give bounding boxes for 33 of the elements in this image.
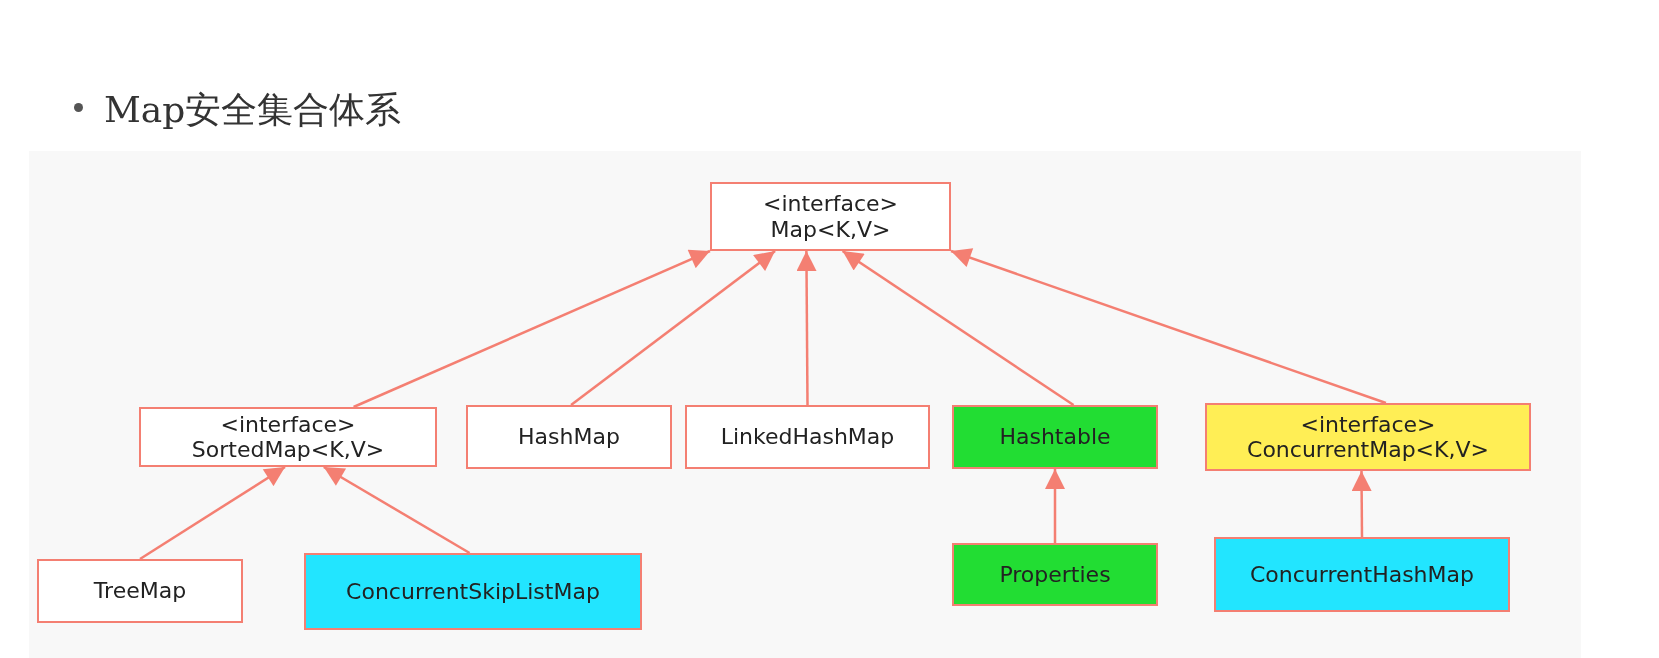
stereotype-label: <interface>	[763, 191, 898, 217]
title: Map安全集合体系	[104, 88, 402, 132]
inheritance-arrow	[1351, 471, 1372, 537]
inheritance-arrow	[796, 251, 817, 405]
class-box	[952, 405, 1158, 469]
class-name: Properties	[999, 561, 1111, 588]
inheritance-arrow	[323, 465, 471, 555]
class-box	[952, 543, 1158, 606]
class-box	[304, 553, 642, 630]
class-name: TreeMap	[93, 578, 187, 604]
inheritance-arrow	[950, 248, 1387, 405]
stereotype-label: <interface>	[1300, 411, 1436, 437]
class-name: Hashtable	[999, 424, 1111, 450]
class-box	[37, 559, 243, 623]
class-box	[685, 405, 930, 469]
class-name: ConcurrentHashMap	[1250, 561, 1474, 588]
class-name: ConcurrentMap<K,V>	[1247, 437, 1489, 463]
stereotype-label: <interface>	[220, 411, 356, 437]
class-box	[466, 405, 672, 469]
inheritance-arrow	[139, 465, 286, 561]
inheritance-arrow	[841, 249, 1075, 407]
class-name: Map<K,V>	[770, 216, 891, 242]
class-name: ConcurrentSkipListMap	[346, 578, 600, 605]
class-box	[1214, 537, 1510, 612]
class-name: SortedMap<K,V>	[191, 437, 385, 463]
inheritance-arrow	[353, 249, 711, 409]
class-box	[1205, 403, 1531, 471]
class-name: HashMap	[518, 424, 620, 450]
class-box	[710, 182, 951, 251]
class-name: LinkedHashMap	[720, 424, 895, 450]
inheritance-arrow	[570, 250, 776, 406]
inheritance-arrow	[1045, 469, 1065, 543]
class-box	[139, 407, 437, 467]
